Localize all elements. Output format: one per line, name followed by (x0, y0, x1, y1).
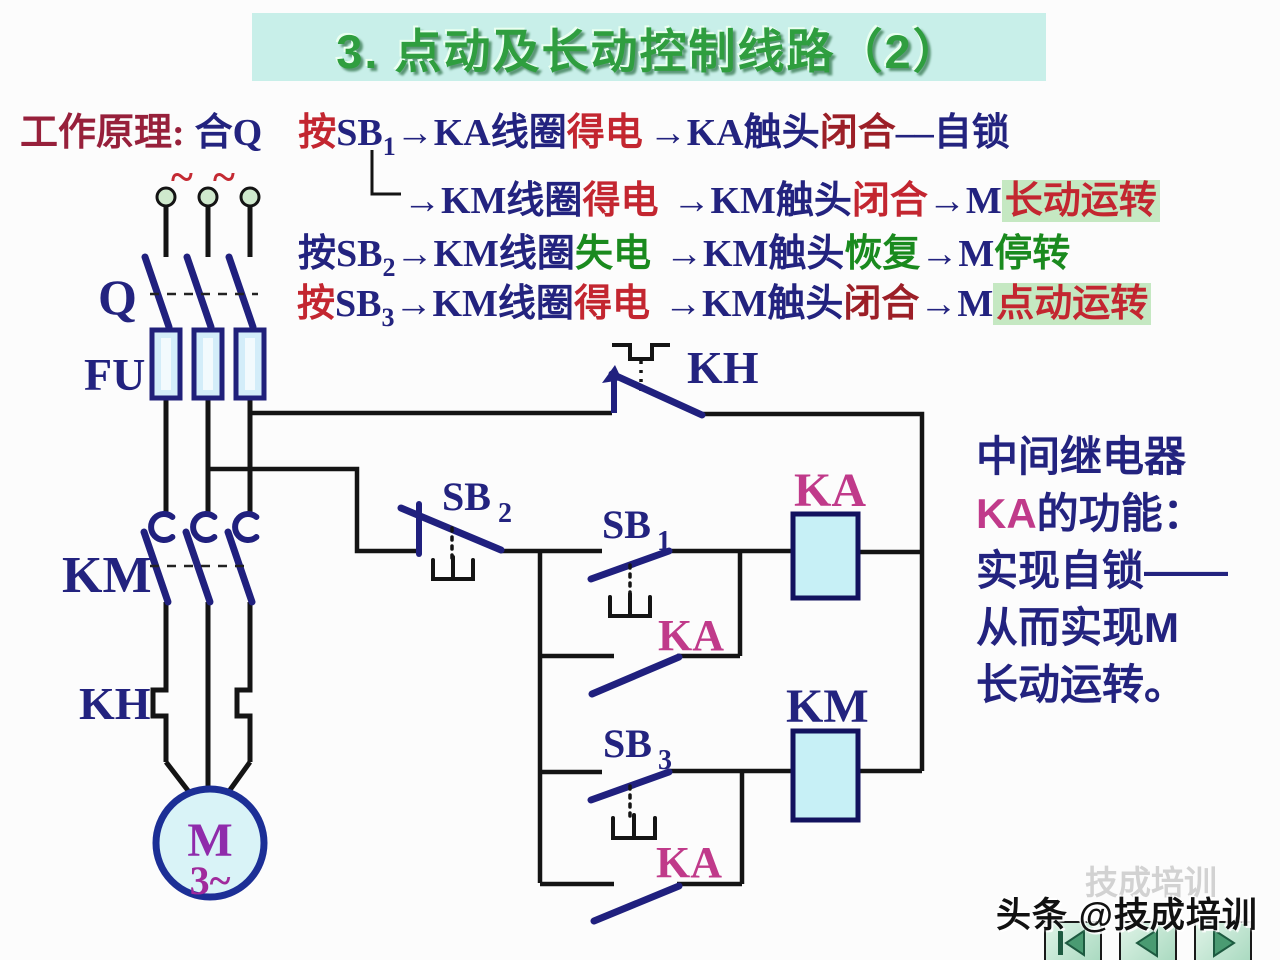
selflock-text: 自锁 (933, 112, 1010, 154)
principle-line-4: 按SB3→KM线圈得电 →KM触头闭合→M点动运转 (297, 272, 1152, 332)
ka-coil (790, 511, 861, 601)
sb2-stop-button (397, 501, 505, 581)
stop-run-text: 停转 (994, 233, 1071, 275)
press-word: 按 (297, 283, 336, 325)
ka-aux1-label: KA (658, 611, 724, 660)
nav-next-button[interactable] (1194, 921, 1252, 960)
page-title: 3. 点动及长动控制线路（2） (336, 24, 962, 78)
ka-coil-label: KA (794, 464, 866, 517)
sb2-label-sub: 2 (498, 498, 512, 529)
breaker-q-switch (141, 253, 257, 331)
skip-first-icon (1058, 929, 1085, 957)
ac-tilde-icon: ~ (213, 155, 235, 201)
note-line: 长动运转。 (976, 661, 1187, 708)
km-main-contacts (140, 511, 260, 606)
principle-branch-connector (370, 150, 401, 196)
sb2-label: SB (442, 474, 491, 519)
ka-function-note: 中间继电器 KA的功能： 实现自锁—— 从而实现M 长动运转。 (976, 428, 1228, 713)
motor-phases: 3~ (190, 858, 231, 903)
sb1-ref-sub: 1 (382, 132, 396, 161)
control-wires (208, 410, 925, 887)
energized-text: 得电 (582, 180, 659, 222)
ac-tilde-icon: ~ (171, 155, 193, 201)
power-wires (150, 206, 253, 803)
km-coil-text: →KM线圈 (403, 180, 583, 222)
breaker-label: Q (98, 269, 137, 325)
sb3-ref: SB (335, 283, 382, 325)
motor: M 3~ (152, 785, 268, 903)
motor-letter: M (187, 814, 232, 867)
ka-contact-text: →KA触头 (648, 112, 820, 154)
ka-ref: KA (976, 490, 1037, 537)
jog-run-text: 点动运转 (993, 283, 1152, 325)
kh-heater-label: KH (79, 678, 151, 729)
kh-overload-contact (602, 343, 706, 419)
km-main-label: KM (62, 547, 152, 604)
principle-line-2: →KM线圈得电 →KM触头闭合→M长动运转 (403, 169, 1160, 224)
kh-contact-label: KH (687, 342, 759, 393)
nav-first-button[interactable] (1044, 921, 1102, 960)
sb3-jog-button (587, 768, 673, 840)
watermark: 头条 @技成培训 (996, 896, 1258, 935)
km-contact-text: →KM触头 (664, 233, 845, 275)
sb3-label-sub: 3 (658, 745, 672, 776)
principle-line-1: 工作原理:合Q 按SB1→KA线圈得电→KA触头闭合––自锁 (20, 101, 1010, 161)
closed-text: 闭合 (851, 180, 928, 222)
switch-on-q: 合Q (194, 112, 263, 154)
fuse-label: FU (84, 349, 145, 400)
km-coil-text: →KM线圈 (395, 233, 575, 275)
km-contact-text: →KM触头 (663, 283, 844, 325)
restored-text: 恢复 (844, 233, 921, 275)
closed-text: 闭合 (819, 112, 896, 154)
sb1-start-button (587, 547, 673, 618)
ka-aux-contact-1 (588, 653, 683, 698)
sb1-label: SB (602, 502, 651, 547)
sb1-label-sub: 1 (657, 526, 671, 557)
km-coil-label: KM (786, 680, 869, 733)
km-coil (790, 728, 861, 823)
fuse-fu (149, 327, 267, 401)
km-coil-text: →KM线圈 (394, 283, 574, 325)
continuous-run-text: 长动运转 (1001, 180, 1160, 222)
watermark-ghost: 技成培训 (1085, 864, 1217, 901)
energized-text: 得电 (573, 283, 650, 325)
dash-text: –– (895, 112, 934, 154)
note-line: 实现自锁—— (976, 547, 1229, 594)
motor-arrow-text: →M (920, 233, 995, 275)
km-contact-text: →KM触头 (672, 180, 852, 222)
next-icon (1213, 928, 1236, 958)
nav-previous-button[interactable] (1119, 921, 1177, 960)
sb3-ref-sub: 3 (381, 303, 395, 332)
press-word: 按 (298, 233, 337, 275)
sb2-ref: SB (336, 233, 383, 275)
motor-arrow-text: →M (927, 180, 1002, 222)
note-line: 从而实现M (976, 604, 1179, 651)
note-line: KA的功能： (976, 485, 1228, 542)
closed-text: 闭合 (843, 283, 920, 325)
note-line: 中间继电器 (976, 433, 1187, 480)
ka-aux2-label: KA (656, 838, 722, 887)
energized-text: 得电 (566, 112, 643, 154)
principle-heading: 工作原理: (20, 112, 185, 154)
title-banner: 3. 点动及长动控制线路（2） (252, 13, 1046, 81)
prev-icon (1135, 928, 1158, 958)
ka-aux-contact-2 (590, 882, 683, 925)
power-supply-terminals (155, 186, 261, 208)
ka-coil-text: →KA线圈 (395, 112, 567, 154)
note-text: 的功能： (1036, 490, 1205, 537)
press-word: 按 (298, 112, 337, 154)
principle-line-3: 按SB2→KM线圈失电 →KM触头恢复→M停转 (298, 222, 1071, 282)
deenergized-text: 失电 (574, 233, 651, 275)
sb1-ref: SB (336, 112, 383, 154)
motor-arrow-text: →M (919, 283, 994, 325)
sb2-ref-sub: 2 (382, 253, 396, 282)
sb3-label: SB (603, 721, 652, 766)
